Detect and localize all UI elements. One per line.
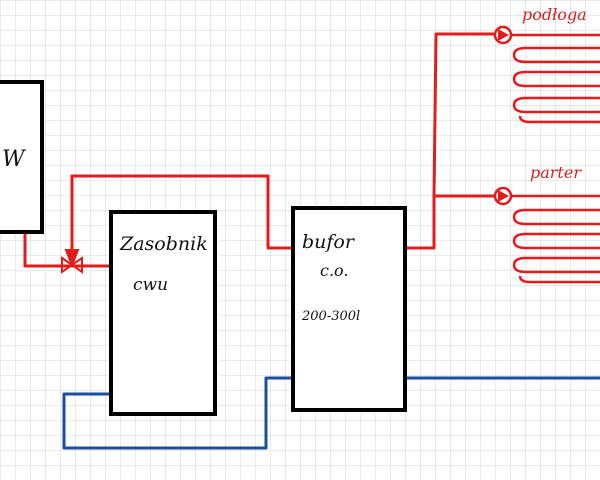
pipe-riser-top: [432, 32, 498, 197]
three-way-valve-icon: [61, 249, 83, 274]
heat-source-box: [0, 80, 44, 234]
buffer-tank-sublabel: c.o.: [320, 261, 348, 280]
equipment: [0, 80, 407, 416]
underfloor-coil-icon-top: [511, 33, 600, 124]
underfloor-coil-icon-ground: [511, 194, 600, 284]
heat-source-label: W: [2, 147, 27, 172]
storage-tank-box: [109, 210, 217, 416]
pump-icon-top: [493, 25, 513, 45]
storage-tank-sublabel: cwu: [133, 275, 168, 295]
storage-tank-label: Zasobnik: [119, 233, 208, 255]
return-pipes: [62, 376, 600, 450]
supply-pipes: [23, 32, 498, 268]
buffer-tank-capacity: 200-300l: [301, 309, 360, 324]
floor-heating-ground-label: parter: [530, 163, 582, 182]
pump-icon-ground: [493, 186, 513, 206]
buffer-tank-box: [291, 206, 407, 412]
pipe-buffer-outlet: [405, 196, 436, 250]
floor-heating-top-label: podłoga: [522, 5, 587, 24]
pipe-return-buffer-loop: [62, 376, 293, 450]
buffer-tank-label: bufor: [302, 231, 356, 253]
pipe-valve-to-buffer: [70, 174, 293, 258]
